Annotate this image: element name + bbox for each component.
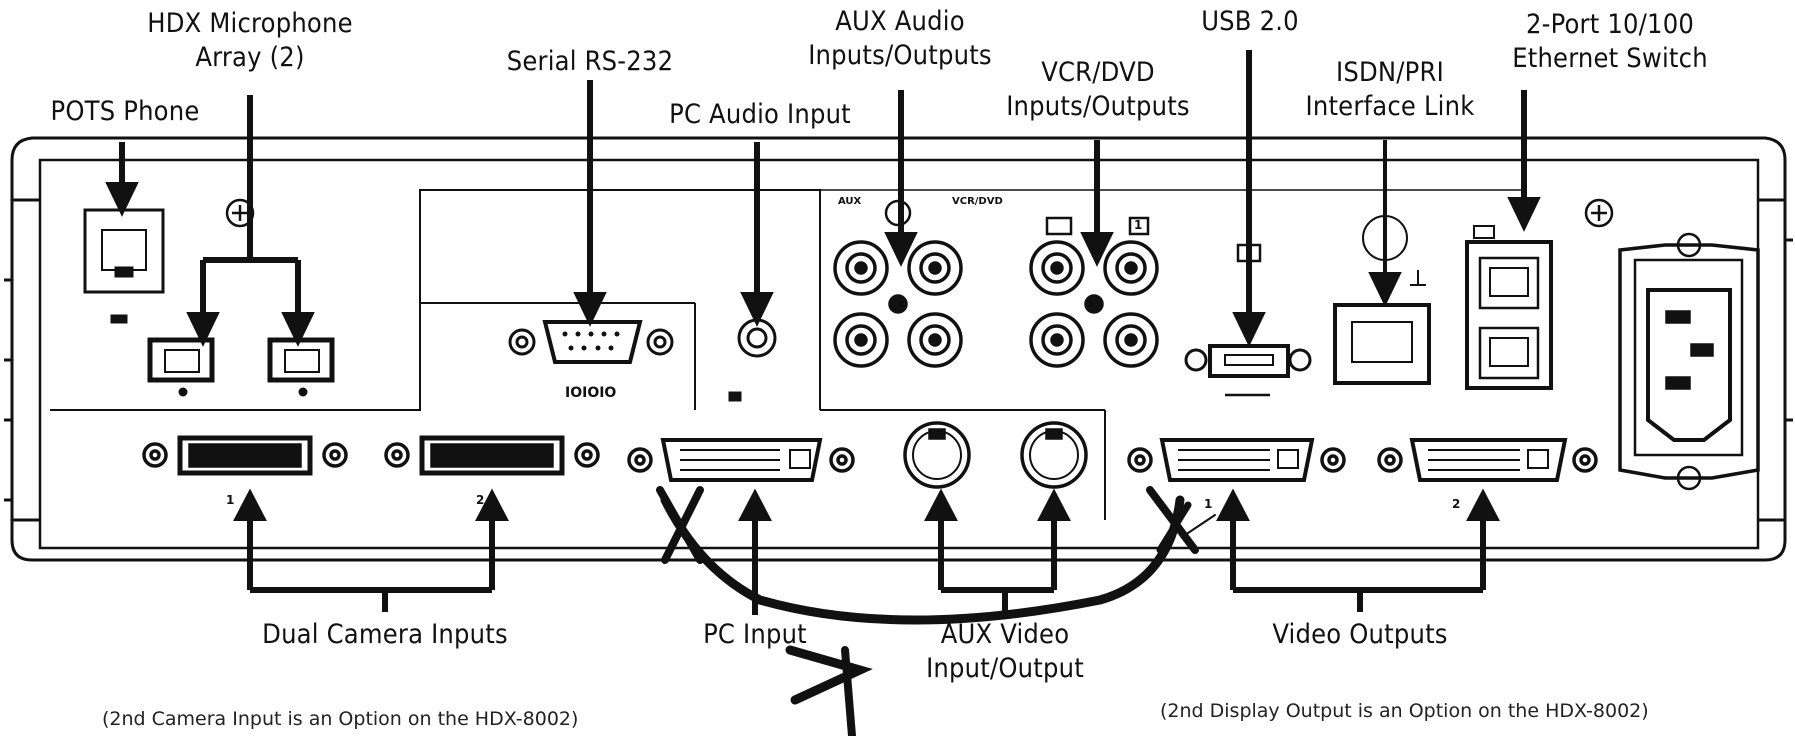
serial-rs232-label: Serial RS-232 <box>506 46 674 77</box>
pots-jack <box>83 208 165 324</box>
chassis <box>4 136 1793 562</box>
camera-2-label: 2 <box>476 493 485 507</box>
video-output-2 <box>1377 438 1598 482</box>
ethernet-ports <box>1465 225 1553 390</box>
pc-audio-input-label: PC Audio Input <box>669 99 851 130</box>
callout-arrows-top <box>105 50 1541 347</box>
pc-input-dvi <box>627 438 855 482</box>
aux-audio-rca <box>833 199 963 368</box>
aux-audio-label: AUX <box>838 196 862 207</box>
pc-input-label: PC Input <box>703 619 807 650</box>
mic-port-2 <box>267 337 335 397</box>
serial-port-label: IOIOIO <box>565 385 617 401</box>
vcr-dvd-number: 1 <box>1134 218 1143 232</box>
video-output-2-label: 2 <box>1452 497 1461 511</box>
camera-1-label: 1 <box>226 493 235 507</box>
camera-input-1 <box>142 435 348 476</box>
video-output-1-label: 1 <box>1204 497 1213 511</box>
video-outputs-label: Video Outputs <box>1272 619 1448 650</box>
aux-video-ports <box>903 421 1088 489</box>
usb-label: USB 2.0 <box>1201 6 1299 37</box>
video-output-1 <box>1127 438 1346 482</box>
display-option-note: (2nd Display Output is an Option on the … <box>1160 700 1649 722</box>
mic-port-1 <box>147 337 215 397</box>
serial-port <box>508 320 674 364</box>
usb-port <box>1184 243 1312 397</box>
ground-screw-2 <box>1584 198 1614 228</box>
camera-input-2 <box>384 435 600 476</box>
pc-audio-jack <box>728 318 777 402</box>
pots-phone-label: POTS Phone <box>50 96 200 127</box>
power-inlet <box>1618 232 1760 491</box>
vcr-dvd-label: VCR/DVD <box>952 196 1003 207</box>
handwritten-marks <box>656 486 1216 740</box>
dual-camera-inputs-label: Dual Camera Inputs <box>262 619 508 650</box>
camera-option-note: (2nd Camera Input is an Option on the HD… <box>102 708 579 730</box>
vcr-dvd-rca <box>1029 216 1159 368</box>
callout-arrows-bottom <box>233 488 1500 615</box>
